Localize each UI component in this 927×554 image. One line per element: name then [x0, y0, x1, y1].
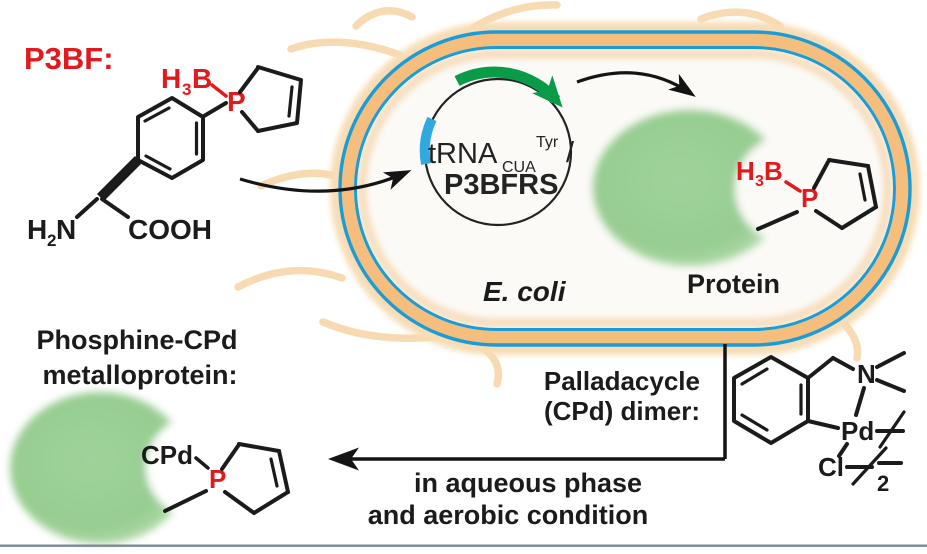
double-bond	[144, 154, 172, 171]
protein-blob	[593, 110, 843, 266]
phosphole-ring	[163, 442, 291, 515]
membrane-inner-glow	[357, 49, 893, 328]
double-bond	[858, 172, 867, 202]
aryl-pd-bond	[806, 419, 840, 430]
metalloprotein-title-line2: metalloprotein:	[42, 360, 237, 390]
double-bond	[287, 85, 294, 118]
p3bf-structure: H 3 B P H 2 N COOH	[27, 63, 303, 250]
bonds	[732, 351, 906, 486]
protein-notch	[735, 135, 843, 243]
flagellum	[287, 38, 404, 59]
double-bond	[143, 106, 171, 123]
flagellum	[697, 8, 784, 30]
ch2-n-bond	[831, 356, 855, 371]
metalloprotein-body	[10, 392, 190, 544]
palladium-label: Pd	[841, 416, 874, 446]
organism-label: E. coli	[483, 276, 567, 307]
phosphorus-label: P	[801, 183, 818, 213]
plasmid-trna-superscript: Tyr	[536, 134, 559, 151]
bond	[220, 444, 240, 471]
chloride-label: Cl	[818, 452, 844, 482]
plasmid-trna-marker	[419, 116, 437, 165]
bond	[223, 490, 256, 515]
plasmid-trna-subscript: CUA	[502, 159, 536, 176]
aryl-p-bond	[202, 101, 228, 118]
plasmid-separator: /	[566, 137, 575, 169]
protein-phosphine-structure: H 3 B P	[736, 156, 879, 231]
bond	[75, 197, 99, 219]
dimer-subscript: 2	[877, 471, 889, 496]
b-p-bond	[210, 83, 228, 98]
n-methyl-bond	[875, 351, 906, 369]
bridge-slash	[878, 410, 906, 449]
protein-attachment-bond	[163, 489, 208, 513]
ring-bonds	[827, 158, 879, 230]
borane-sub: 3	[182, 80, 191, 99]
carboxyl-label: COOH	[128, 214, 212, 245]
palladacycle-title-line2: (CPd) dimer:	[544, 396, 700, 426]
pd-cl-bond	[837, 442, 849, 458]
n-methyl-bond	[875, 378, 906, 393]
borane-h: H	[736, 156, 755, 186]
bottom-rule	[0, 544, 927, 547]
borane-sub: 3	[755, 173, 764, 190]
condition-line1: in aqueous phase	[414, 468, 642, 498]
borane-b: B	[192, 63, 212, 94]
b-p-bond	[784, 180, 802, 193]
ring-bonds	[256, 65, 303, 133]
cpd-label: CPd	[141, 440, 193, 470]
amine-n: N	[56, 214, 76, 245]
plasmid-synthetase-label: P3BFRS	[444, 169, 558, 201]
plasmid-gene-arrow	[454, 66, 563, 108]
protein-label: Protein	[687, 269, 780, 299]
plasmid-trna-label: tRNA	[428, 138, 498, 170]
benzene-ring	[732, 355, 810, 445]
phosphorus-label: P	[209, 464, 226, 494]
n-pd-bond	[854, 386, 866, 417]
bridge-slash	[851, 446, 888, 486]
wedge-bond	[97, 156, 142, 201]
compound-label: P3BF:	[24, 41, 114, 76]
metalloprotein-phosphine-structure: CPd P	[141, 440, 291, 515]
palladacycle-structure: N Pd Cl 2	[732, 351, 906, 496]
ring-bonds	[237, 442, 291, 515]
borane-h: H	[161, 63, 181, 94]
cpd-p-bond	[194, 456, 210, 470]
borane-b: B	[764, 156, 783, 186]
flagellum	[352, 7, 416, 30]
bonds	[75, 65, 303, 219]
bond	[814, 209, 844, 230]
metalloprotein-title-line1: Phosphine-CPd	[37, 325, 238, 355]
palladacycle-title-line1: Palladacycle	[544, 366, 700, 396]
double-bond	[740, 413, 769, 432]
benzyl-bond	[806, 356, 835, 380]
amine-h: H	[27, 214, 47, 245]
benzene-ring	[136, 96, 205, 180]
bond	[812, 160, 830, 190]
double-bond	[269, 457, 279, 488]
flagellum	[234, 266, 346, 291]
uptake-arrow	[239, 170, 412, 193]
protein-body	[593, 110, 787, 266]
double-bond	[740, 367, 769, 386]
bond	[238, 66, 260, 94]
metalloprotein-notch	[146, 417, 246, 517]
amine-sub: 2	[47, 231, 56, 250]
protein-attachment-bond	[756, 210, 799, 231]
phosphole-ring	[756, 158, 879, 231]
phosphorus-label: P	[227, 86, 246, 117]
bond	[240, 110, 260, 133]
translation-arrow	[576, 71, 696, 97]
metalloprotein-blob	[10, 392, 246, 544]
bond	[100, 197, 130, 219]
plasmid: tRNA CUA Tyr / P3BFRS	[419, 66, 575, 227]
condition-line2: and aerobic condition	[368, 500, 649, 530]
nitrogen-label: N	[857, 359, 876, 389]
